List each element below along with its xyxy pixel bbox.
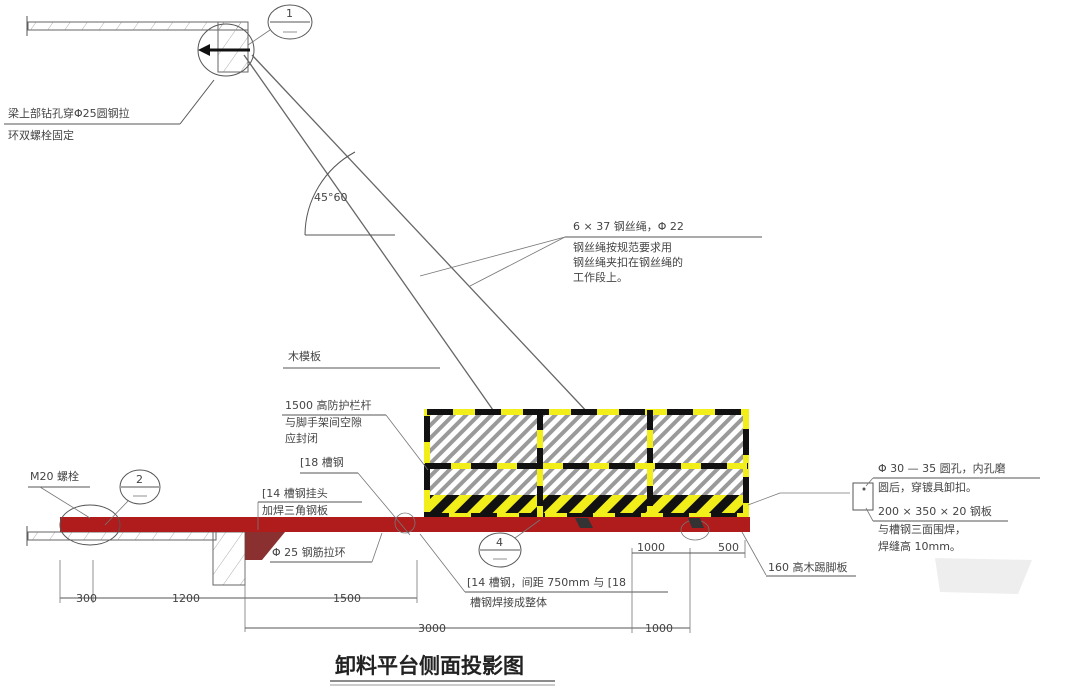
main-channel-beam (60, 517, 750, 532)
guardrail (424, 409, 749, 519)
svg-text:Φ 30 — 35 圆孔，内孔磨: Φ 30 — 35 圆孔，内孔磨 (878, 461, 1006, 475)
svg-text:1: 1 (286, 7, 293, 20)
formwork-note: 木模板 (283, 349, 440, 369)
svg-text:1500: 1500 (333, 592, 361, 605)
channel18-note: [18 槽钢 (300, 456, 411, 536)
svg-text:与槽钢三面围焊，: 与槽钢三面围焊， (878, 522, 966, 536)
svg-text:1000: 1000 (637, 541, 665, 554)
svg-text:200 × 350 × 20 钢板: 200 × 350 × 20 钢板 (878, 504, 992, 518)
ring-note: Φ 25 钢筋拉环 (270, 532, 383, 563)
svg-text:160 高木踢脚板: 160 高木踢脚板 (768, 560, 848, 574)
svg-text:Φ 25 钢筋拉环: Φ 25 钢筋拉环 (272, 545, 346, 559)
svg-text:M20 螺栓: M20 螺栓 (30, 469, 79, 483)
svg-text:500: 500 (718, 541, 739, 554)
svg-text:木模板: 木模板 (288, 349, 321, 363)
svg-text:3000: 3000 (418, 622, 446, 635)
svg-text:1200: 1200 (172, 592, 200, 605)
svg-text:钢丝绳夹扣在钢丝绳的: 钢丝绳夹扣在钢丝绳的 (573, 255, 683, 269)
svg-text:与脚手架间空隙: 与脚手架间空隙 (285, 415, 362, 429)
detail-mark-1: 1 (247, 4, 313, 46)
guardrail-note: 1500 高防护栏杆 与脚手架间空隙 应封闭 (282, 398, 429, 471)
drawing-title: 卸料平台侧面投影图 (330, 654, 555, 686)
hook-note: [14 槽钢挂头 加焊三角钢板 (257, 486, 362, 530)
detail-mark-2: 2 (104, 469, 161, 526)
toe-board-note: 160 高木踢脚板 (741, 531, 856, 577)
upper-floor-slab (26, 16, 255, 77)
lifting-hole-note: Φ 30 — 35 圆孔，内孔磨 圆后，穿镀具卸扣。 200 × 350 × 2… (747, 461, 1040, 553)
anchor-note: 梁上部钻孔穿Φ25圆钢拉 环双螺栓固定 (4, 79, 215, 142)
watermark (935, 558, 1032, 594)
svg-text:[14 槽钢挂头: [14 槽钢挂头 (262, 486, 328, 500)
svg-text:[14 槽钢，间距 750mm 与 [18: [14 槽钢，间距 750mm 与 [18 (467, 576, 626, 589)
svg-text:4: 4 (496, 536, 503, 549)
detail-mark-4: 4 (478, 519, 541, 568)
svg-text:1000: 1000 (645, 622, 673, 635)
svg-text:1500 高防护栏杆: 1500 高防护栏杆 (285, 398, 372, 412)
svg-text:钢丝绳按规范要求用: 钢丝绳按规范要求用 (573, 240, 672, 254)
angle-mark: 45°60 (304, 151, 395, 236)
svg-text:45°60: 45°60 (314, 191, 348, 204)
svg-text:6 × 37 钢丝绳，Φ 22: 6 × 37 钢丝绳，Φ 22 (573, 219, 684, 233)
svg-text:槽钢焊接成整体: 槽钢焊接成整体 (470, 595, 547, 609)
channel14-note: [14 槽钢，间距 750mm 与 [18 槽钢焊接成整体 (419, 533, 668, 609)
dimension-lines: 300 1200 1500 3000 1000 1000 500 (59, 540, 746, 635)
svg-text:应封闭: 应封闭 (285, 431, 318, 445)
svg-text:焊缝高 10mm。: 焊缝高 10mm。 (878, 539, 961, 553)
svg-text:卸料平台侧面投影图: 卸料平台侧面投影图 (335, 654, 524, 678)
anchor-arrow-icon (198, 44, 210, 56)
svg-text:环双螺栓固定: 环双螺栓固定 (8, 128, 74, 142)
wire-rope-note: 6 × 37 钢丝绳，Φ 22 钢丝绳按规范要求用 钢丝绳夹扣在钢丝绳的 工作段… (419, 219, 762, 287)
svg-text:[18 槽钢: [18 槽钢 (300, 456, 344, 469)
lower-floor-slab (26, 526, 285, 586)
svg-text:加焊三角钢板: 加焊三角钢板 (262, 503, 328, 517)
svg-text:圆后，穿镀具卸扣。: 圆后，穿镀具卸扣。 (878, 480, 977, 494)
svg-text:工作段上。: 工作段上。 (573, 270, 628, 284)
bolt-note: M20 螺栓 (28, 469, 91, 519)
svg-text:300: 300 (76, 592, 97, 605)
svg-text:梁上部钻孔穿Φ25圆钢拉: 梁上部钻孔穿Φ25圆钢拉 (8, 106, 130, 120)
svg-text:2: 2 (136, 473, 143, 486)
